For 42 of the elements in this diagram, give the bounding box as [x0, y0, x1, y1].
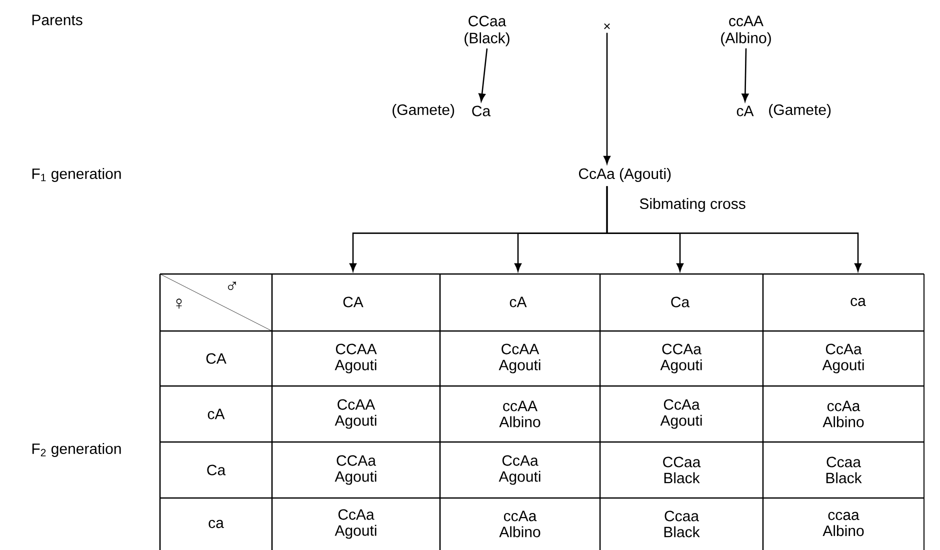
male-symbol: ♂	[228, 282, 236, 290]
row-label: Parents	[32, 14, 82, 26]
gamete-note: (Gamete)	[392, 104, 454, 118]
genotype-cell: CcAA Agouti	[498, 344, 540, 374]
genotype-cell: ccAa Albino	[822, 400, 864, 428]
arrow	[606, 186, 862, 272]
parent-genotype: ccAA (Albino)	[721, 16, 771, 46]
genotype-cell: ccAA Albino	[499, 400, 540, 428]
genotype-cell: ccaa Albino	[822, 512, 864, 536]
offspring-genotype: CcAa (Agouti)	[578, 168, 671, 182]
row-label: F$_{2}$ generation	[32, 443, 121, 457]
row-header: ca	[208, 520, 224, 528]
column-header: Ca	[671, 296, 690, 308]
female-symbol: ♀	[176, 298, 182, 309]
cross-sign: ×	[604, 23, 610, 30]
gamete-note: (Gamete)	[769, 104, 831, 118]
cross-label: Sibmating cross	[640, 198, 746, 212]
genotype-cell: Ccaa Black	[826, 456, 862, 484]
genotype-cell: Ccaa Black	[664, 510, 700, 538]
genotype-cell: CcAa Agouti	[334, 509, 376, 539]
genotype-cell: CcAa Agouti	[498, 455, 540, 485]
column-header: cA	[510, 296, 527, 308]
genotype-cell: CCAa Agouti	[660, 344, 702, 374]
genotype-cell: CCAA Agouti	[334, 344, 377, 374]
arrow	[742, 48, 749, 102]
genotype-cell: CcAA Agouti	[334, 399, 376, 429]
genotype-cell: CCAa Agouti	[334, 455, 376, 485]
genotype-cell: CcAa Agouti	[822, 344, 864, 374]
gamete-label: cA	[736, 106, 754, 116]
column-header: CA	[343, 296, 364, 308]
row-header: CA	[206, 353, 226, 364]
genotype-cell: CCaa Black	[663, 456, 701, 484]
genotype-cell: ccAa Albino	[499, 510, 540, 538]
row-header: cA	[208, 408, 225, 420]
arrow	[604, 32, 610, 164]
parent-genotype: CCaa (Black)	[464, 16, 510, 46]
row-label: F$_{1}$ generation	[32, 168, 121, 182]
row-header: Ca	[207, 464, 226, 476]
column-header: ca	[850, 298, 866, 306]
gamete-label: Ca	[472, 106, 491, 116]
genotype-cell: CcAa Agouti	[660, 399, 702, 429]
arrow	[478, 48, 488, 102]
